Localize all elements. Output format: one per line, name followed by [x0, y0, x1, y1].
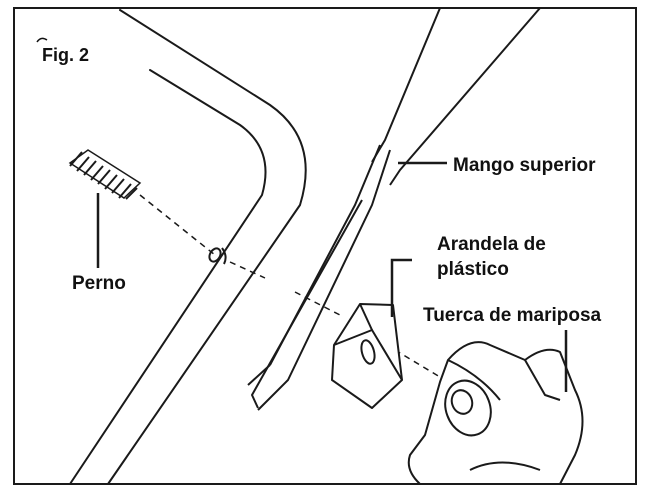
frame-hole	[208, 247, 227, 265]
leader-lines	[96, 161, 568, 392]
bolt	[68, 149, 142, 200]
plastic-washer	[331, 303, 403, 409]
upper-handle	[247, 7, 541, 411]
figure-label-mark	[36, 37, 48, 43]
lower-handle-frame	[69, 9, 307, 485]
figure-border	[13, 7, 637, 485]
wing-nut	[407, 341, 584, 485]
washer-label-line1: Arandela de	[437, 234, 546, 255]
wing-nut-label: Tuerca de mariposa	[423, 305, 602, 326]
upper-handle-label: Mango superior	[453, 155, 596, 176]
washer-leader	[390, 258, 412, 317]
figure-label: Fig. 2	[42, 45, 89, 65]
bolt-label: Perno	[72, 273, 126, 294]
alignment-line	[139, 194, 471, 396]
washer-label-line2: plástico	[437, 259, 509, 280]
